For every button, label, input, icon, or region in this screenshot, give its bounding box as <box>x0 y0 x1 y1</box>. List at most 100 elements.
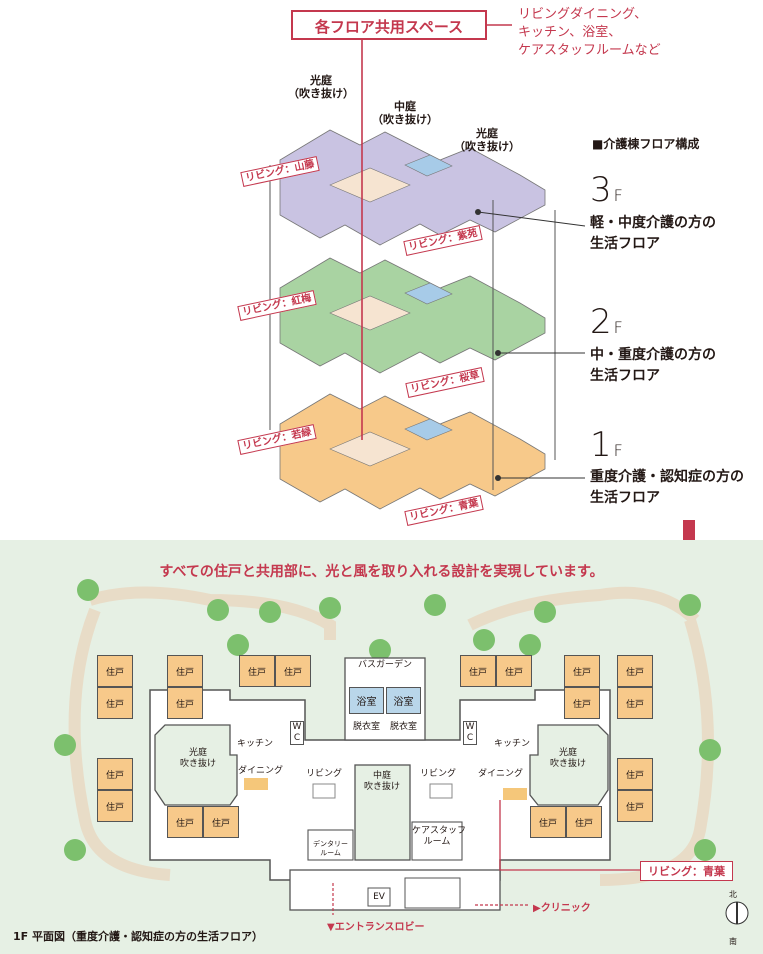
floor-plate-3f <box>279 129 546 246</box>
leader-dot-3f <box>475 209 481 215</box>
kitchen-left: キッチン <box>237 739 274 749</box>
compass-north: 北 <box>729 890 737 899</box>
tree-icon <box>54 734 76 756</box>
dining-table-left <box>244 778 268 790</box>
living-aoba-leader <box>499 800 640 871</box>
isometric-floor-stack <box>269 24 695 540</box>
unit-room: 住戸 <box>617 655 653 687</box>
clinic-link[interactable]: ▶クリニック <box>533 903 591 914</box>
unit-room: 住戸 <box>239 655 275 687</box>
light-court-left <box>154 724 238 806</box>
dining-right: ダイニング <box>478 769 524 779</box>
light-court-label-right: 光庭（吹き抜け） <box>454 127 520 153</box>
elevator <box>367 887 391 907</box>
living-left: リビング <box>306 769 343 779</box>
unit-room: 住戸 <box>530 806 566 838</box>
unit-room: 住戸 <box>564 687 600 719</box>
floor-desc-2f: 中・重度介護の方の生活フロア <box>590 347 716 384</box>
dressing-room-right: 脱衣室 <box>389 722 417 732</box>
leader-3f <box>477 211 586 227</box>
staircase <box>404 877 461 909</box>
arrow-down-icon-shaft <box>683 520 695 540</box>
light-court-left-label: 光庭吹き抜け <box>179 748 216 769</box>
staff-room <box>411 821 463 861</box>
floor-plate-1f <box>279 393 546 510</box>
leader-dot-2f <box>495 350 501 356</box>
tree-icon <box>424 594 446 616</box>
ev-label: EV <box>373 892 385 902</box>
tree-icon <box>319 597 341 619</box>
sofa-right <box>429 783 453 799</box>
iso-floor-plates <box>279 129 546 510</box>
tree-icon <box>699 739 721 761</box>
tree-icon <box>519 634 541 656</box>
floor-common-1f <box>329 431 411 467</box>
floor-common-3f <box>329 167 411 203</box>
tree-icon <box>259 601 281 623</box>
structure-title: ■介護棟フロア構成 <box>592 137 700 151</box>
headline: すべての住戸と共用部に、光と風を取り入れる設計を実現しています。 <box>159 564 604 580</box>
light-court-right <box>529 724 609 806</box>
plan-caption: 1F 平面図（重度介護・認知症の方の生活フロア） <box>13 930 263 943</box>
compass-south: 南 <box>729 937 737 946</box>
living-aoba-label: リビング：青葉 <box>640 861 733 881</box>
tree-icon <box>679 594 701 616</box>
tree-icon <box>694 839 716 861</box>
unit-room: 住戸 <box>203 806 239 838</box>
unit-room: 住戸 <box>617 758 653 790</box>
unit-room: 住戸 <box>566 806 602 838</box>
unit-room: 住戸 <box>97 790 133 822</box>
living-right: リビング <box>420 769 457 779</box>
unit-room: 住戸 <box>564 655 600 687</box>
floor-bath-3f <box>404 154 453 177</box>
unit-room: 住戸 <box>617 687 653 719</box>
unit-room: 住戸 <box>617 790 653 822</box>
tree-icon <box>534 601 556 623</box>
floor-desc-1f: 重度介護・認知症の方の生活フロア <box>590 469 744 506</box>
shared-space-description: リビングダイニング、 キッチン、浴室、 ケアスタッフルームなど <box>518 7 661 58</box>
garden-path-top <box>88 586 700 640</box>
staff-room-label: ケアスタッフルーム <box>412 826 467 847</box>
tree-icon <box>77 579 99 601</box>
floor-bath-2f <box>404 282 453 305</box>
bath-garden-label: バスガーデン <box>357 660 412 670</box>
center-court <box>354 764 411 861</box>
entrance-lobby-link[interactable]: ▼エントランスロビー <box>327 922 425 933</box>
tree-icon <box>227 634 249 656</box>
tree-icon <box>369 639 391 661</box>
bath-right: 浴室 <box>386 687 421 714</box>
floor-bath-1f <box>404 418 453 441</box>
trees <box>54 579 721 861</box>
bath-left: 浴室 <box>349 687 384 714</box>
unit-room: 住戸 <box>167 806 203 838</box>
dental-room-label: デンタリールーム <box>313 840 348 857</box>
unit-room: 住戸 <box>97 655 133 687</box>
entrance-block <box>289 869 501 911</box>
unit-room: 住戸 <box>496 655 532 687</box>
light-court-right-label: 光庭吹き抜け <box>549 748 586 769</box>
unit-room: 住戸 <box>275 655 311 687</box>
center-court-label: 中庭（吹き抜け） <box>372 100 438 126</box>
dental-room <box>307 829 354 861</box>
floor-common-2f <box>329 295 411 331</box>
sofa-left <box>312 783 336 799</box>
unit-room: 住戸 <box>97 758 133 790</box>
unit-room: 住戸 <box>460 655 496 687</box>
tree-icon <box>473 629 495 651</box>
tree-icon <box>64 839 86 861</box>
dressing-room-left: 脱衣室 <box>352 722 380 732</box>
dining-table-right <box>503 788 527 800</box>
unit-room: 住戸 <box>167 687 203 719</box>
floor-plate-2f <box>279 257 546 374</box>
tree-icon <box>207 599 229 621</box>
kitchen-right: キッチン <box>494 739 531 749</box>
shared-space-label: 各フロア共用スペース <box>291 10 487 40</box>
leader-dot-1f <box>495 475 501 481</box>
light-court-label-left: 光庭（吹き抜け） <box>288 74 354 100</box>
center-court-plan-label: 中庭吹き抜け <box>363 771 400 792</box>
unit-room: 住戸 <box>167 655 203 687</box>
